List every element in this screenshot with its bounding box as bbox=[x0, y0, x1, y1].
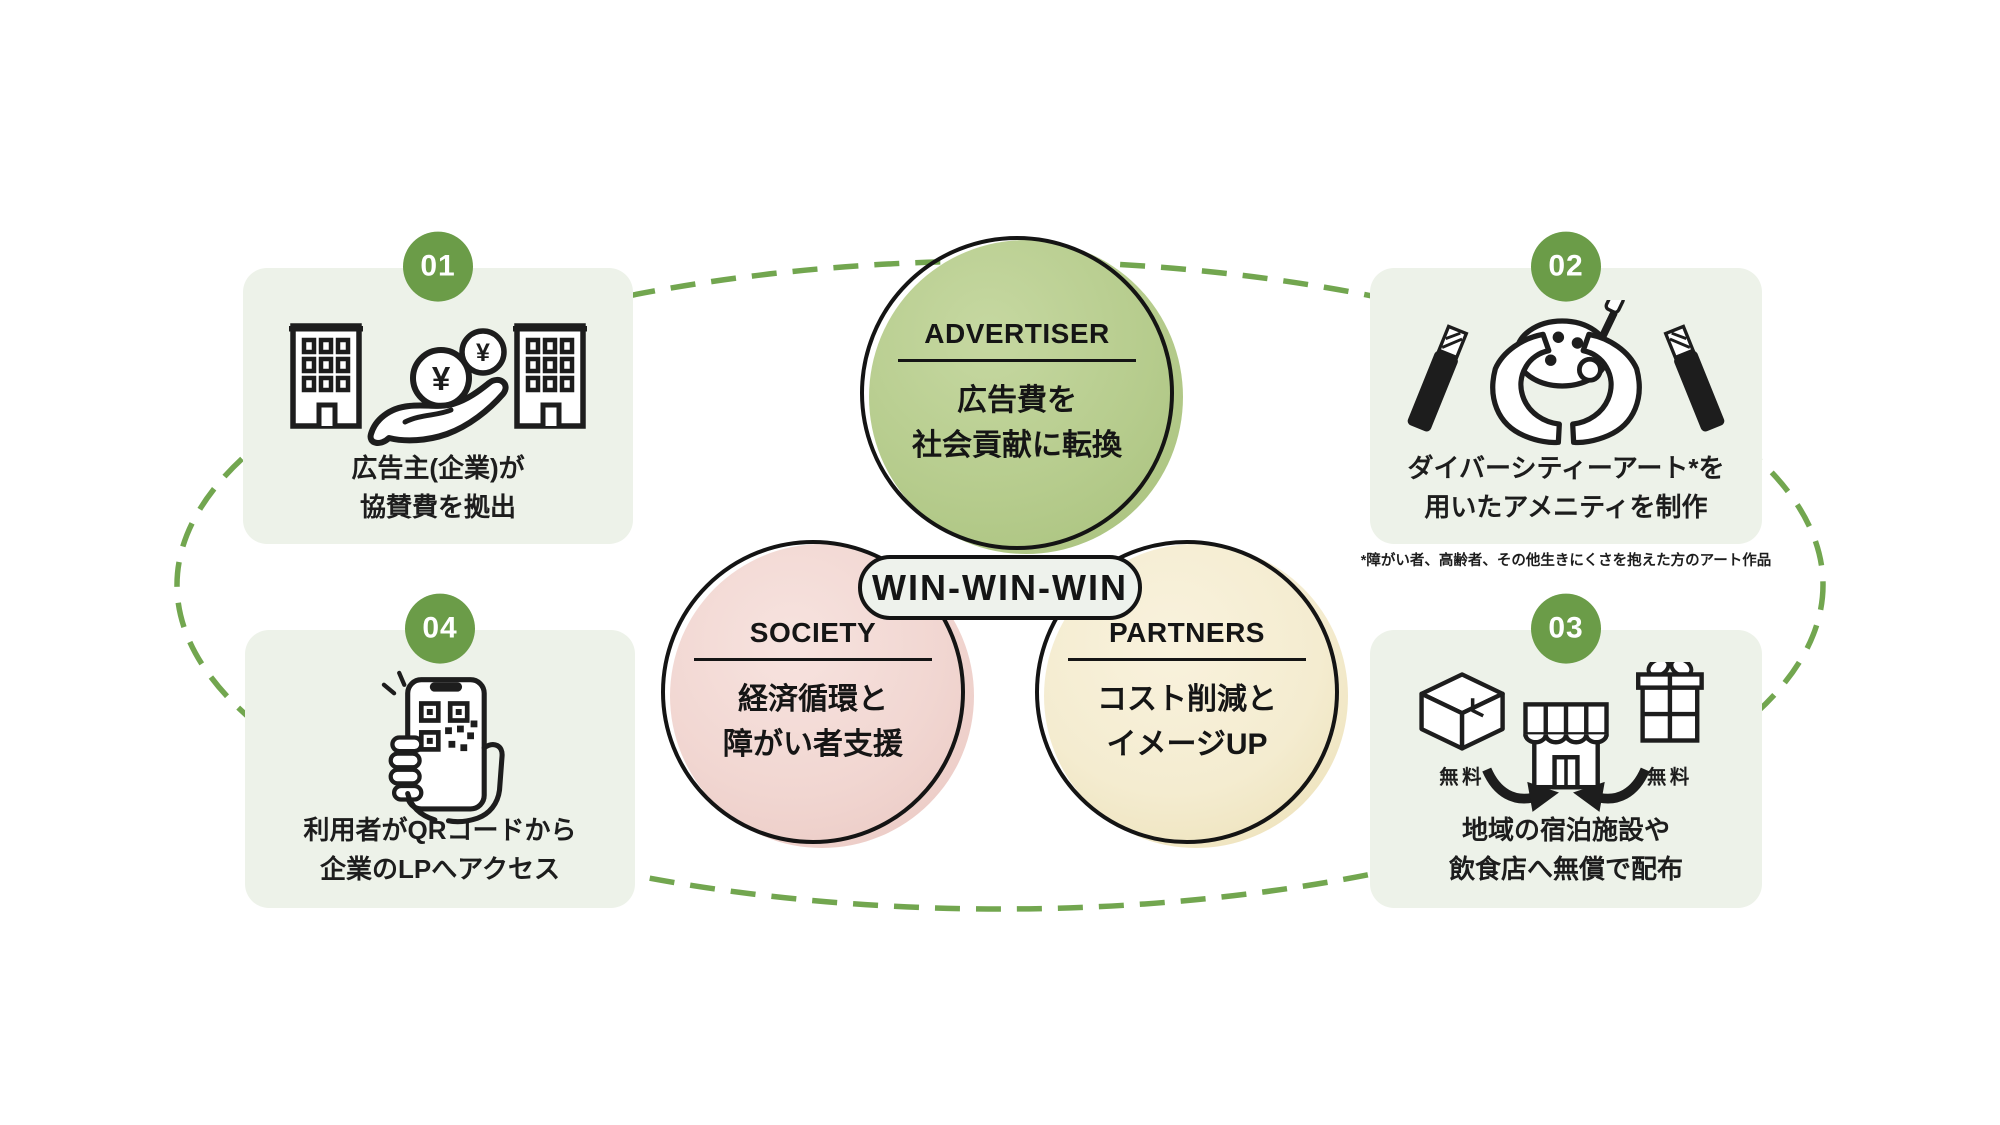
step-02-caption: ダイバーシティーアート*を 用いたアメニティを制作 bbox=[1370, 449, 1762, 528]
step-02-line2: 用いたアメニティを制作 bbox=[1424, 492, 1708, 523]
step-01-number: 01 bbox=[420, 249, 456, 283]
society-title: SOCIETY bbox=[694, 617, 932, 661]
win-win-win-pill: WIN-WIN-WIN bbox=[858, 555, 1142, 620]
partners-circle: PARTNERS コスト削減と イメージUP bbox=[1035, 540, 1348, 848]
win-win-win-label: WIN-WIN-WIN bbox=[872, 566, 1128, 608]
step-01-line2: 協賛費を拠出 bbox=[359, 492, 516, 523]
advertiser-circle: ADVERTISER 広告費を 社会貢献に転換 bbox=[860, 236, 1183, 554]
step-03-line1: 地域の宿泊施設や bbox=[1461, 814, 1670, 845]
yen-symbol: ¥ bbox=[476, 339, 490, 367]
advertiser-text: 広告費を 社会貢献に転換 bbox=[912, 384, 1122, 462]
advertiser-title: ADVERTISER bbox=[898, 318, 1136, 362]
yen-symbol: ¥ bbox=[432, 360, 451, 397]
step-04-line2: 企業のLPへアクセス bbox=[320, 854, 560, 885]
buildings-hand-coins-icon: ¥ ¥ bbox=[289, 323, 587, 446]
step-04-caption: 利用者がQRコードから 企業のLPへアクセス bbox=[245, 811, 635, 890]
phone-notch bbox=[429, 682, 463, 692]
step-03-icon-area: 無料 bbox=[1370, 662, 1762, 819]
hand-outline-icon bbox=[445, 742, 505, 825]
amenity-kit-icon bbox=[1663, 324, 1725, 432]
step-03-line2: 飲食店へ無償で配布 bbox=[1448, 854, 1683, 885]
hand-phone-qr-icon bbox=[381, 670, 505, 825]
step-03-badge: 03 bbox=[1531, 593, 1601, 664]
step-03-caption: 地域の宿泊施設や 飲食店へ無償で配布 bbox=[1370, 811, 1762, 890]
sparkle-lines-icon bbox=[381, 670, 407, 696]
partners-title: PARTNERS bbox=[1068, 617, 1306, 661]
office-building-icon bbox=[289, 323, 363, 429]
step-02-number: 02 bbox=[1548, 249, 1584, 283]
society-text: 経済循環と 障がい者支援 bbox=[723, 683, 903, 761]
arrow-to-store-icon bbox=[1573, 767, 1650, 812]
gift-box-icon bbox=[1636, 662, 1704, 743]
step-04-number: 04 bbox=[422, 611, 458, 645]
office-building-icon bbox=[513, 323, 587, 429]
open-hand-icon bbox=[1570, 331, 1642, 446]
amenity-kit-icon bbox=[1407, 324, 1469, 432]
wrist-line-icon bbox=[405, 791, 438, 823]
step-03-number: 03 bbox=[1548, 611, 1584, 645]
step-04-badge: 04 bbox=[405, 593, 475, 664]
step-box-04: 04 bbox=[245, 593, 635, 908]
free-label: 無料 bbox=[1647, 766, 1693, 789]
partners-text: コスト削減と イメージUP bbox=[1097, 683, 1277, 761]
free-label: 無料 bbox=[1439, 766, 1485, 789]
step-box-03: 03 無料 bbox=[1370, 593, 1762, 908]
storefront-icon bbox=[1523, 702, 1609, 790]
step-01-icon-area: ¥ ¥ bbox=[243, 310, 633, 478]
step-02-icon-area bbox=[1370, 300, 1762, 470]
step-box-02: 02 bbox=[1370, 231, 1762, 544]
open-hand-icon bbox=[1490, 331, 1562, 446]
hands-palette-amenities-icon bbox=[1407, 300, 1725, 446]
step-box-01: 01 bbox=[243, 231, 633, 544]
arrow-to-store-icon bbox=[1482, 767, 1559, 812]
step-04-line1: 利用者がQRコードから bbox=[303, 814, 577, 845]
diversity-art-footnote: *障がい者、高齢者、その他生きにくさを抱えた方のアート作品 bbox=[1360, 553, 1772, 569]
hand-coins-icon: ¥ ¥ bbox=[367, 328, 509, 446]
step-01-badge: 01 bbox=[403, 231, 473, 302]
step-04-icon-area bbox=[245, 666, 635, 826]
step-02-badge: 02 bbox=[1531, 231, 1601, 302]
step-01-line1: 広告主(企業)が bbox=[351, 452, 525, 483]
step-01-caption: 広告主(企業)が 協賛費を拠出 bbox=[243, 449, 633, 528]
free-distribution-icon: 無料 bbox=[1419, 662, 1704, 812]
step-02-line1: ダイバーシティーアート*を bbox=[1407, 452, 1725, 483]
cardboard-box-icon bbox=[1419, 672, 1505, 751]
